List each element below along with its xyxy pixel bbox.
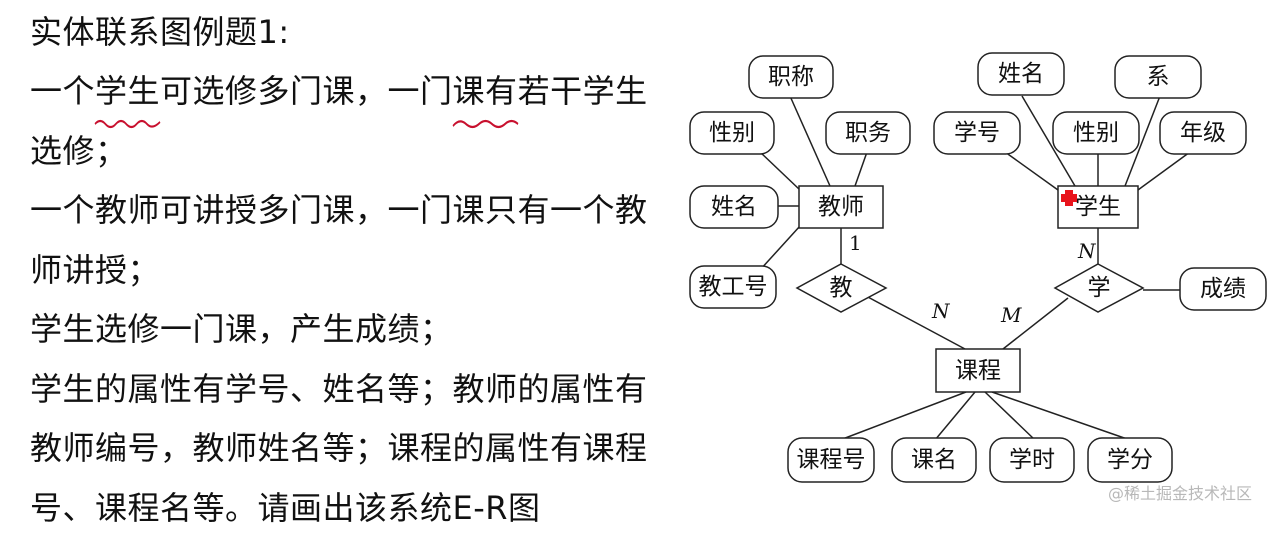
line-teach-course: [866, 296, 965, 349]
attr-student-dept: 系: [1147, 64, 1170, 90]
attr-teacher-id: 教工号: [699, 274, 768, 300]
entity-student-label: 学生: [1075, 194, 1121, 220]
attr-student-grade: 年级: [1180, 120, 1226, 146]
relationship-learn-label: 学: [1088, 275, 1111, 301]
entity-teacher-label: 教师: [818, 194, 864, 220]
cardinality-teach-course: N: [931, 299, 951, 323]
attr-student-gender: 性别: [1073, 120, 1119, 146]
attr-teacher-title: 职称: [768, 64, 814, 90]
relationship-teach-label: 教: [830, 275, 853, 301]
line-teacher-id: [760, 226, 800, 270]
attr-student-id: 学号: [954, 120, 1000, 146]
attr-learn-score: 成绩: [1200, 276, 1246, 302]
line-course-name: [935, 392, 975, 440]
cardinality-learn-course: M: [1000, 303, 1022, 327]
cardinality-student-learn: N: [1077, 239, 1097, 263]
attr-course-name: 课名: [911, 447, 957, 473]
line-course-credit: [992, 392, 1130, 440]
line-course-hours: [985, 392, 1035, 440]
er-diagram: 教师 学生 课程 教 学 职称 性别 职务 姓名 教工号 姓名 系 学号 性别 …: [0, 0, 1268, 518]
attr-course-id: 课程号: [797, 447, 866, 473]
attr-teacher-name: 姓名: [711, 194, 757, 220]
attr-course-credit: 学分: [1107, 447, 1153, 473]
cardinality-teacher-teach: 1: [849, 231, 862, 255]
watermark: @稀土掘金技术社区: [1108, 480, 1252, 504]
line-teacher-duty: [855, 152, 867, 186]
line-student-grade: [1138, 152, 1190, 190]
entity-course-label: 课程: [955, 358, 1001, 384]
attr-student-name: 姓名: [998, 61, 1044, 87]
attr-teacher-duty: 职务: [845, 120, 891, 146]
attr-course-hours: 学时: [1009, 447, 1055, 473]
line-course-id: [840, 392, 966, 440]
attr-teacher-gender: 性别: [709, 120, 755, 146]
line-teacher-gender: [760, 152, 800, 190]
line-student-id: [1005, 152, 1058, 190]
line-teacher-title: [790, 96, 830, 186]
